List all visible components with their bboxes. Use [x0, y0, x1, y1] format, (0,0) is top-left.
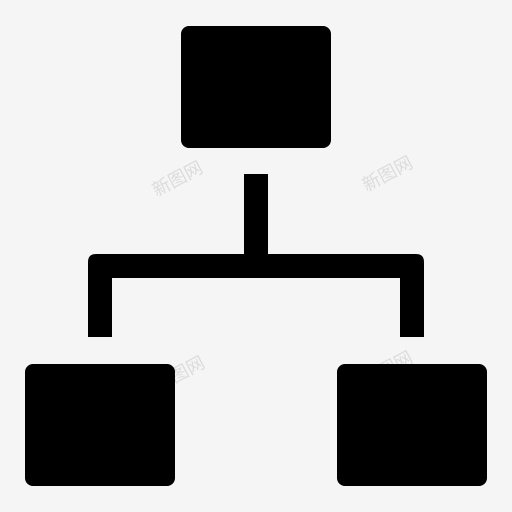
bottom-left-node-box [25, 364, 175, 486]
horizontal-connector [88, 254, 424, 337]
vertical-connector [244, 174, 268, 254]
top-node-box [181, 26, 331, 148]
bottom-right-node-box [337, 364, 487, 486]
